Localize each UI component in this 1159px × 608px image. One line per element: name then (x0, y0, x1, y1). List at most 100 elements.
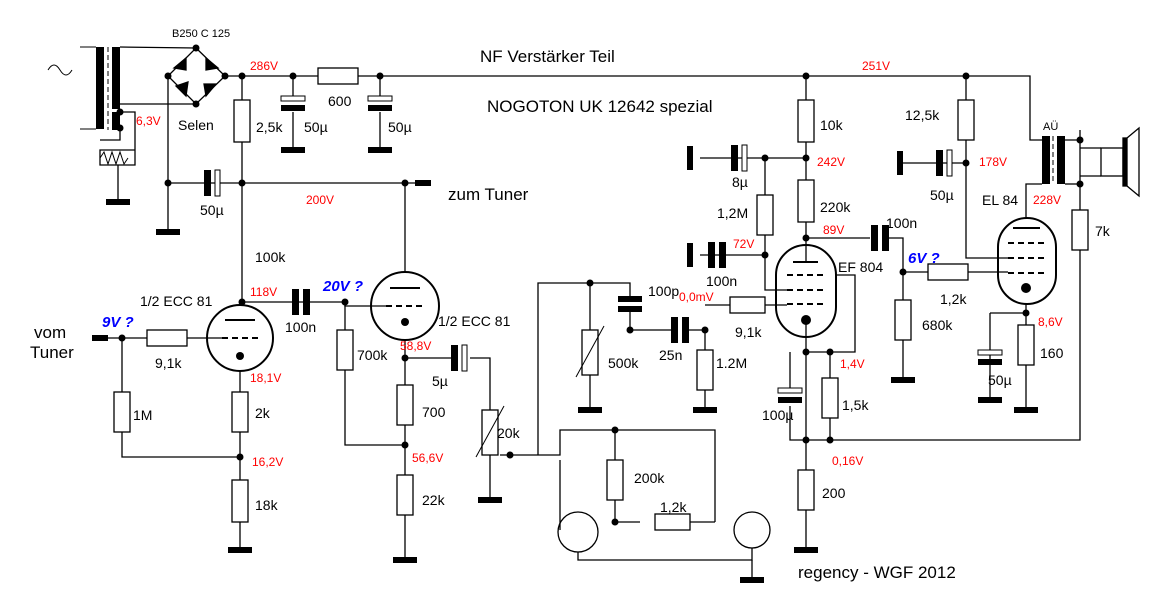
label-v72: 72V (733, 237, 754, 251)
junction-dot (289, 72, 297, 80)
tube-el84-envelope (997, 217, 1057, 305)
resistor (317, 67, 359, 85)
electrolytic-capacitor (778, 397, 802, 403)
tube-v4-label: EL 84 (982, 192, 1018, 208)
junction-dot (899, 268, 907, 276)
resistor (821, 377, 839, 419)
junction-dot (962, 159, 970, 167)
junction-dot (761, 154, 769, 162)
wire (1025, 183, 1042, 218)
electrolytic-capacitor (280, 95, 306, 102)
label-c-50u-screen: 50µ (930, 187, 954, 203)
capacitor (671, 317, 678, 343)
junction-dot (626, 326, 634, 334)
electrolytic-capacitor (451, 345, 458, 371)
junction-dot (826, 436, 834, 444)
label-600: 600 (328, 93, 352, 109)
label-r-18k: 18k (255, 497, 279, 513)
label-c-100p: 100p (648, 283, 679, 299)
resistor (233, 99, 251, 143)
junction-dot (1076, 136, 1084, 144)
label-r-680k: 680k (922, 317, 953, 333)
label-r-10k: 10k (820, 117, 844, 133)
heater-pot (99, 150, 129, 166)
wire (540, 429, 716, 522)
label-v1-4: 1,4V (840, 357, 865, 371)
electrolytic-capacitor (946, 149, 953, 177)
label-v0-16: 0,16V (832, 454, 863, 468)
junction-dot (376, 72, 384, 80)
capacitor (708, 242, 715, 268)
tube-ef804-envelope (775, 244, 837, 338)
junction-dot (1022, 309, 1030, 317)
resistor (231, 479, 249, 523)
label-r-12k-grid: 1,2k (940, 291, 967, 307)
ground-icon (897, 151, 903, 175)
ground-icon (740, 577, 764, 583)
ground-icon (978, 397, 1002, 403)
label-r-220k: 220k (820, 199, 851, 215)
resistor (927, 263, 969, 281)
junction-dot (611, 426, 619, 434)
wire (119, 46, 197, 49)
junction-dot (802, 436, 810, 444)
ac-mains-icon (47, 64, 73, 76)
label-r-12M-grid: 1.2M (716, 355, 747, 371)
schematic-subtitle: NOGOTON UK 12642 spezial (487, 97, 713, 116)
tube-symbols (206, 217, 1057, 372)
label-2-5k: 2,5k (256, 119, 283, 135)
junction-dot (802, 234, 810, 242)
ground-icon (1014, 407, 1038, 413)
label-v242: 242V (817, 155, 845, 169)
resistor (797, 99, 815, 143)
electrolytic-capacitor (978, 359, 1002, 365)
label-r-91k-in: 9,1k (155, 355, 182, 371)
potentiometer-arrow (575, 325, 605, 378)
ground-icon (368, 147, 392, 153)
label-c-25n: 25n (659, 347, 682, 363)
label-r-200k: 200k (634, 470, 665, 486)
label-r-91k-grid: 9,1k (735, 324, 762, 340)
label-r-15k: 1,5k (842, 397, 869, 413)
electrolytic-capacitor (281, 105, 305, 111)
terminal-from-tuner (92, 335, 108, 341)
wire (358, 75, 1042, 141)
junction-dot (802, 154, 810, 162)
rectifier-type-label: Selen (178, 117, 214, 133)
label-c-100n-1: 100n (285, 319, 316, 335)
ground-icon (891, 377, 915, 383)
electrolytic-capacitor (204, 170, 211, 196)
resistor (396, 384, 414, 426)
resistor (396, 474, 414, 516)
electrolytic-capacitor (741, 144, 748, 172)
wire (629, 312, 672, 331)
junction-dot (826, 348, 834, 356)
wire (99, 111, 136, 166)
label-r-125k: 12,5k (905, 107, 940, 123)
ground-icon (578, 407, 602, 413)
resistor (231, 391, 249, 433)
junction-dot (401, 179, 409, 187)
label-r-1M: 1M (133, 407, 152, 423)
label-c-100n-screen: 100n (706, 273, 737, 289)
schematic-title: NF Verstärker Teil (480, 47, 615, 66)
label-c2: 50µ (388, 119, 412, 135)
electrolytic-capacitor (368, 105, 392, 111)
label-v18-1: 18,1V (250, 371, 281, 385)
junction-dot (611, 518, 619, 526)
resistor (113, 391, 131, 433)
from-tuner-label: vom (34, 323, 66, 342)
junction-dot (238, 72, 246, 80)
junction-dot (802, 72, 810, 80)
resistor (797, 469, 815, 511)
potentiometer-arrow (475, 405, 505, 458)
electrolytic-capacitor (731, 145, 738, 171)
label-v251: 251V (862, 59, 890, 73)
junction-dot (238, 298, 246, 306)
credit: regency - WGF 2012 (798, 563, 956, 582)
rectifier-label: B250 C 125 (172, 28, 230, 40)
resistor (146, 329, 188, 347)
electrolytic-capacitor (977, 349, 1003, 356)
ground-icon (393, 557, 417, 563)
